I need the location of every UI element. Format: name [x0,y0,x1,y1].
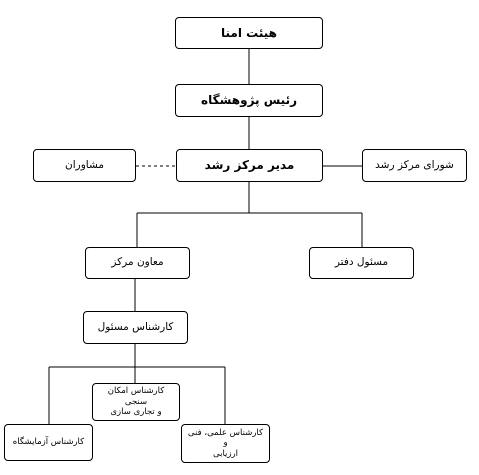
lab-expert-label: کارشناس آزمایشگاه [12,437,85,448]
center-council-label: شورای مرکز رشد [375,158,454,171]
board-of-trustees-box: هیئت امنا [175,17,323,49]
responsible-expert-box: کارشناس مسئول [83,311,188,344]
scientific-expert-label: کارشناس علمی، فنی و ارزیابی [187,427,264,459]
advisors-label: مشاوران [65,158,104,171]
center-manager-label: مدیر مرکز رشد [204,158,295,172]
center-council-box: شورای مرکز رشد [362,149,467,182]
office-manager-box: مسئول دفتر [309,247,414,279]
feasibility-expert-label: کارشناس امکان سنجی و تجاری سازی [107,386,165,418]
responsible-expert-label: کارشناس مسئول [97,320,174,333]
deputy-box: معاون مرکز [85,247,190,279]
office-manager-label: مسئول دفتر [334,256,389,269]
center-manager-box: مدیر مرکز رشد [176,149,323,182]
board-of-trustees-label: هیئت امنا [221,25,277,40]
scientific-expert-box: کارشناس علمی، فنی و ارزیابی [181,424,270,463]
lab-expert-box: کارشناس آزمایشگاه [4,424,93,461]
feasibility-expert-box: کارشناس امکان سنجی و تجاری سازی [92,383,180,421]
institute-president-box: رئیس پژوهشگاه [175,84,323,117]
advisors-box: مشاوران [33,149,136,182]
institute-president-label: رئیس پژوهشگاه [201,93,297,107]
deputy-label: معاون مرکز [111,256,164,269]
